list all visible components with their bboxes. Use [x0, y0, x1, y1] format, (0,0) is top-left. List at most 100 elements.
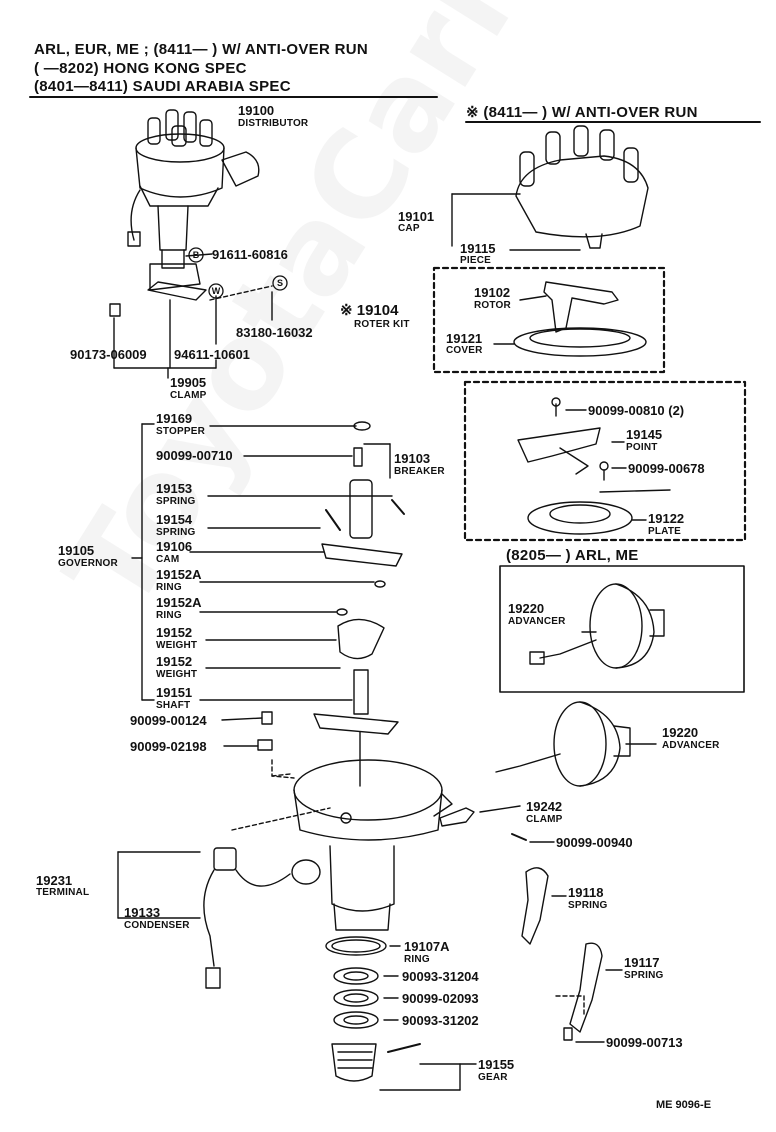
distributor-assembly-drawing [127, 109, 260, 301]
part-19104-number: ※ 19104 [340, 302, 399, 319]
part-91611-number: 91611-60816 [212, 247, 288, 262]
part-19121-name: COVER [446, 345, 483, 356]
circle-mark-w-label: W [212, 286, 221, 296]
part-19106-number: 19106 [156, 539, 193, 554]
part-19118-name: SPRING [568, 900, 608, 911]
part-19151-number: 19151 [156, 685, 193, 700]
part-19101-number: 19101 [398, 209, 435, 224]
part-19152-1-name: WEIGHT [156, 640, 198, 651]
breaker-box [463, 380, 747, 542]
part-19220-b-number: 19220 [662, 725, 699, 740]
part-19905-name: CLAMP [170, 390, 207, 401]
part-19242-number: 19242 [526, 799, 563, 814]
part-19133-number: 19133 [124, 905, 161, 920]
spring-19118-drawing [521, 867, 549, 945]
part-19153-name: SPRING [156, 496, 196, 507]
part-19151-name: SHAFT [156, 700, 191, 711]
part-90099-00710-number: 90099-00710 [156, 448, 233, 463]
part-90093-31202-number: 90093-31202 [402, 1013, 479, 1028]
part-19905-number: 19905 [170, 375, 207, 390]
part-19152A-1-number: 19152A [156, 567, 202, 582]
part-19100-number: 19100 [238, 103, 275, 118]
part-19152A-2-number: 19152A [156, 595, 202, 610]
part-90173-number: 90173-06009 [70, 347, 147, 362]
advancer-box-drawing [529, 583, 665, 669]
spring-19117-drawing [569, 942, 603, 1033]
part-19145-number: 19145 [626, 427, 663, 442]
part-19242-name: CLAMP [526, 814, 563, 825]
part-19152-2-name: WEIGHT [156, 669, 198, 680]
part-19106-name: CAM [156, 554, 180, 565]
part-90099-00940-number: 90099-00940 [556, 835, 633, 850]
part-90099-00713-number: 90099-00713 [606, 1035, 683, 1050]
governor-parts-drawing [257, 421, 405, 787]
part-19155-number: 19155 [478, 1057, 515, 1072]
part-19231-number: 19231 [36, 873, 73, 888]
right-header: ※ (8411— ) W/ ANTI-OVER RUN [466, 104, 698, 121]
part-19105-name: GOVERNOR [58, 558, 118, 569]
part-19115-name: PIECE [460, 255, 492, 266]
part-94611-number: 94611-10601 [174, 347, 250, 362]
circle-mark-s-label: S [277, 278, 283, 288]
part-19145-name: POINT [626, 442, 658, 453]
part-90099-00810-number: 90099-00810 (2) [588, 403, 685, 418]
part-19154-name: SPRING [156, 527, 196, 538]
advancer-sub-header: (8205— ) ARL, ME [506, 547, 639, 564]
part-19231-name: TERMINAL [36, 887, 90, 898]
part-19115-number: 19115 [460, 241, 496, 256]
part-19117-name: SPRING [624, 970, 664, 981]
part-19133-name: CONDENSER [124, 920, 190, 931]
part-19155-name: GEAR [478, 1072, 508, 1083]
leader-91611 [185, 253, 213, 257]
part-19103-number: 19103 [394, 451, 431, 466]
header-line-2: ( —8202) HONG KONG SPEC [34, 60, 247, 77]
part-19169-number: 19169 [156, 411, 193, 426]
part-19169-name: STOPPER [156, 426, 206, 437]
clamp-19242-drawing [439, 807, 475, 827]
part-19121-number: 19121 [446, 331, 483, 346]
rings-gear-drawing [325, 936, 421, 1082]
part-19152A-1-name: RING [156, 582, 182, 593]
part-19107A-number: 19107A [404, 939, 450, 954]
part-19100-name: DISTRIBUTOR [238, 118, 309, 129]
part-19152-2-number: 19152 [156, 654, 193, 669]
part-19220-b-name: ADVANCER [662, 740, 720, 751]
header-line-1: ARL, EUR, ME ; (8411— ) W/ ANTI-OVER RUN [34, 41, 368, 58]
figure-code: ME 9096-E [656, 1099, 712, 1111]
advancer-drawing [495, 701, 631, 787]
part-83180-number: 83180-16032 [236, 325, 313, 340]
part-19154-number: 19154 [156, 512, 193, 527]
part-19152A-2-name: RING [156, 610, 182, 621]
part-90099-00124-number: 90099-00124 [130, 713, 207, 728]
part-19117-number: 19117 [624, 955, 660, 970]
header-line-3: (8401—8411) SAUDI ARABIA SPEC [34, 78, 291, 95]
circle-mark-b [188, 247, 204, 263]
leader-dashed-s [209, 285, 273, 301]
terminal-condenser-drawing [203, 847, 321, 989]
distributor-housing-drawing [293, 759, 453, 931]
part-19102-number: 19102 [474, 285, 511, 300]
part-19122-name: PLATE [648, 526, 682, 537]
rotor-kit-box [432, 266, 666, 374]
part-19220-a-number: 19220 [508, 601, 545, 616]
part-19105-number: 19105 [58, 543, 95, 558]
part-19122-number: 19122 [648, 511, 685, 526]
circle-mark-s [272, 275, 288, 291]
part-90099-02093-number: 90099-02093 [402, 991, 479, 1006]
part-19152-1-number: 19152 [156, 625, 193, 640]
rotor-drawing [513, 281, 647, 357]
clip-90173-drawing [109, 303, 121, 317]
circle-mark-b-label: B [193, 250, 200, 260]
part-19118-number: 19118 [568, 885, 604, 900]
part-19102-name: ROTOR [474, 300, 511, 311]
part-19104-name: ROTER KIT [354, 319, 410, 330]
cap-drawing [515, 125, 649, 249]
part-19103-name: BREAKER [394, 466, 445, 477]
part-90099-00678-number: 90099-00678 [628, 461, 705, 476]
part-19107A-name: RING [404, 954, 430, 965]
part-19101-name: CAP [398, 223, 420, 234]
part-90099-02198-number: 90099-02198 [130, 739, 207, 754]
advancer-box [499, 565, 745, 693]
